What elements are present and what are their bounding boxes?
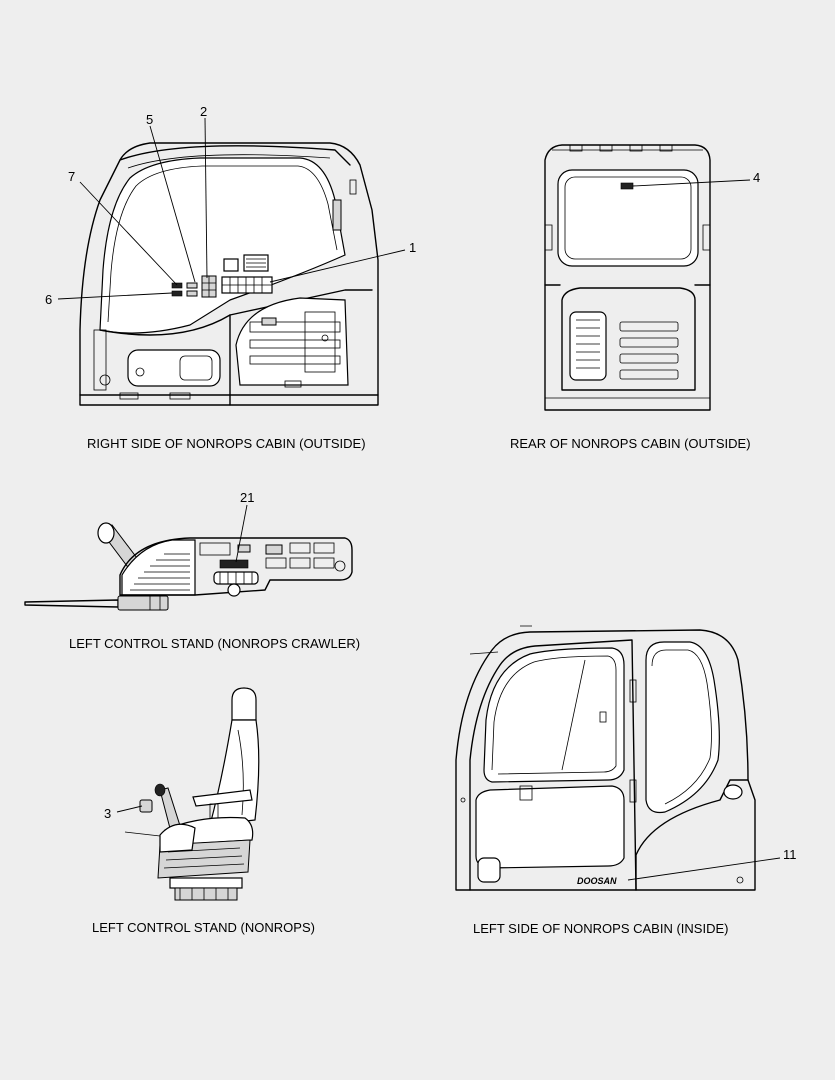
caption-rear: REAR OF NONROPS CABIN (OUTSIDE) bbox=[510, 436, 751, 451]
left-stand-crawler-drawing: 21 bbox=[24, 490, 353, 611]
brand-decal-text: DOOSAN bbox=[577, 876, 617, 886]
callout-4: 4 bbox=[753, 170, 760, 185]
callout-11: 11 bbox=[783, 847, 797, 862]
callout-7: 7 bbox=[68, 169, 75, 184]
caption-left-side-inside: LEFT SIDE OF NONROPS CABIN (INSIDE) bbox=[473, 921, 729, 936]
caption-left-stand-crawler: LEFT CONTROL STAND (NONROPS CRAWLER) bbox=[69, 636, 361, 651]
left-side-cabin-inside-drawing: DOOSAN 11 bbox=[455, 625, 797, 891]
caption-right-side: RIGHT SIDE OF NONROPS CABIN (OUTSIDE) bbox=[87, 436, 366, 451]
callout-1: 1 bbox=[409, 240, 416, 255]
callout-3: 3 bbox=[104, 806, 111, 821]
right-side-cabin-drawing: 5 2 7 6 1 bbox=[45, 104, 416, 406]
left-stand-seat-drawing: 3 bbox=[104, 687, 260, 901]
callout-21: 21 bbox=[240, 490, 254, 505]
callout-5: 5 bbox=[146, 112, 153, 127]
callout-2: 2 bbox=[200, 104, 207, 119]
caption-left-stand: LEFT CONTROL STAND (NONROPS) bbox=[92, 920, 315, 935]
rear-cabin-drawing: 4 bbox=[544, 144, 760, 411]
callout-6: 6 bbox=[45, 292, 52, 307]
